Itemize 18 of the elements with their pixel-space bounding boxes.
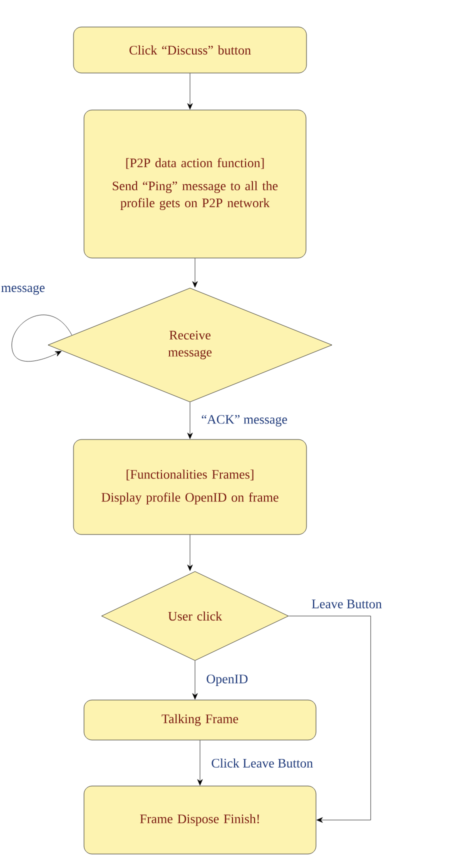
process-box: [P2P data action function] Send “Ping” message to all the profile gets on P2P network xyxy=(84,110,306,258)
process-box: [Functionalities Frames] Display profile OpenID on frame xyxy=(73,439,307,535)
edge-label: “ACK” message xyxy=(202,415,288,426)
edge-label: OpenID xyxy=(206,674,248,686)
edge-label: Leave Button xyxy=(312,600,382,608)
arrow xyxy=(12,314,72,362)
arrow xyxy=(197,740,203,786)
arrow xyxy=(288,616,371,823)
process-box: Talking Frame xyxy=(84,700,316,740)
arrow xyxy=(187,534,193,571)
arrow xyxy=(192,660,198,700)
arrow xyxy=(187,73,193,110)
process-box: Click “Discuss” button xyxy=(73,26,307,74)
process-box: Frame Dispose Finish! xyxy=(84,786,316,854)
edge-label: message xyxy=(1,285,45,295)
edge-label: Click Leave Button xyxy=(212,758,313,768)
arrow xyxy=(192,258,198,288)
arrow xyxy=(187,402,193,439)
